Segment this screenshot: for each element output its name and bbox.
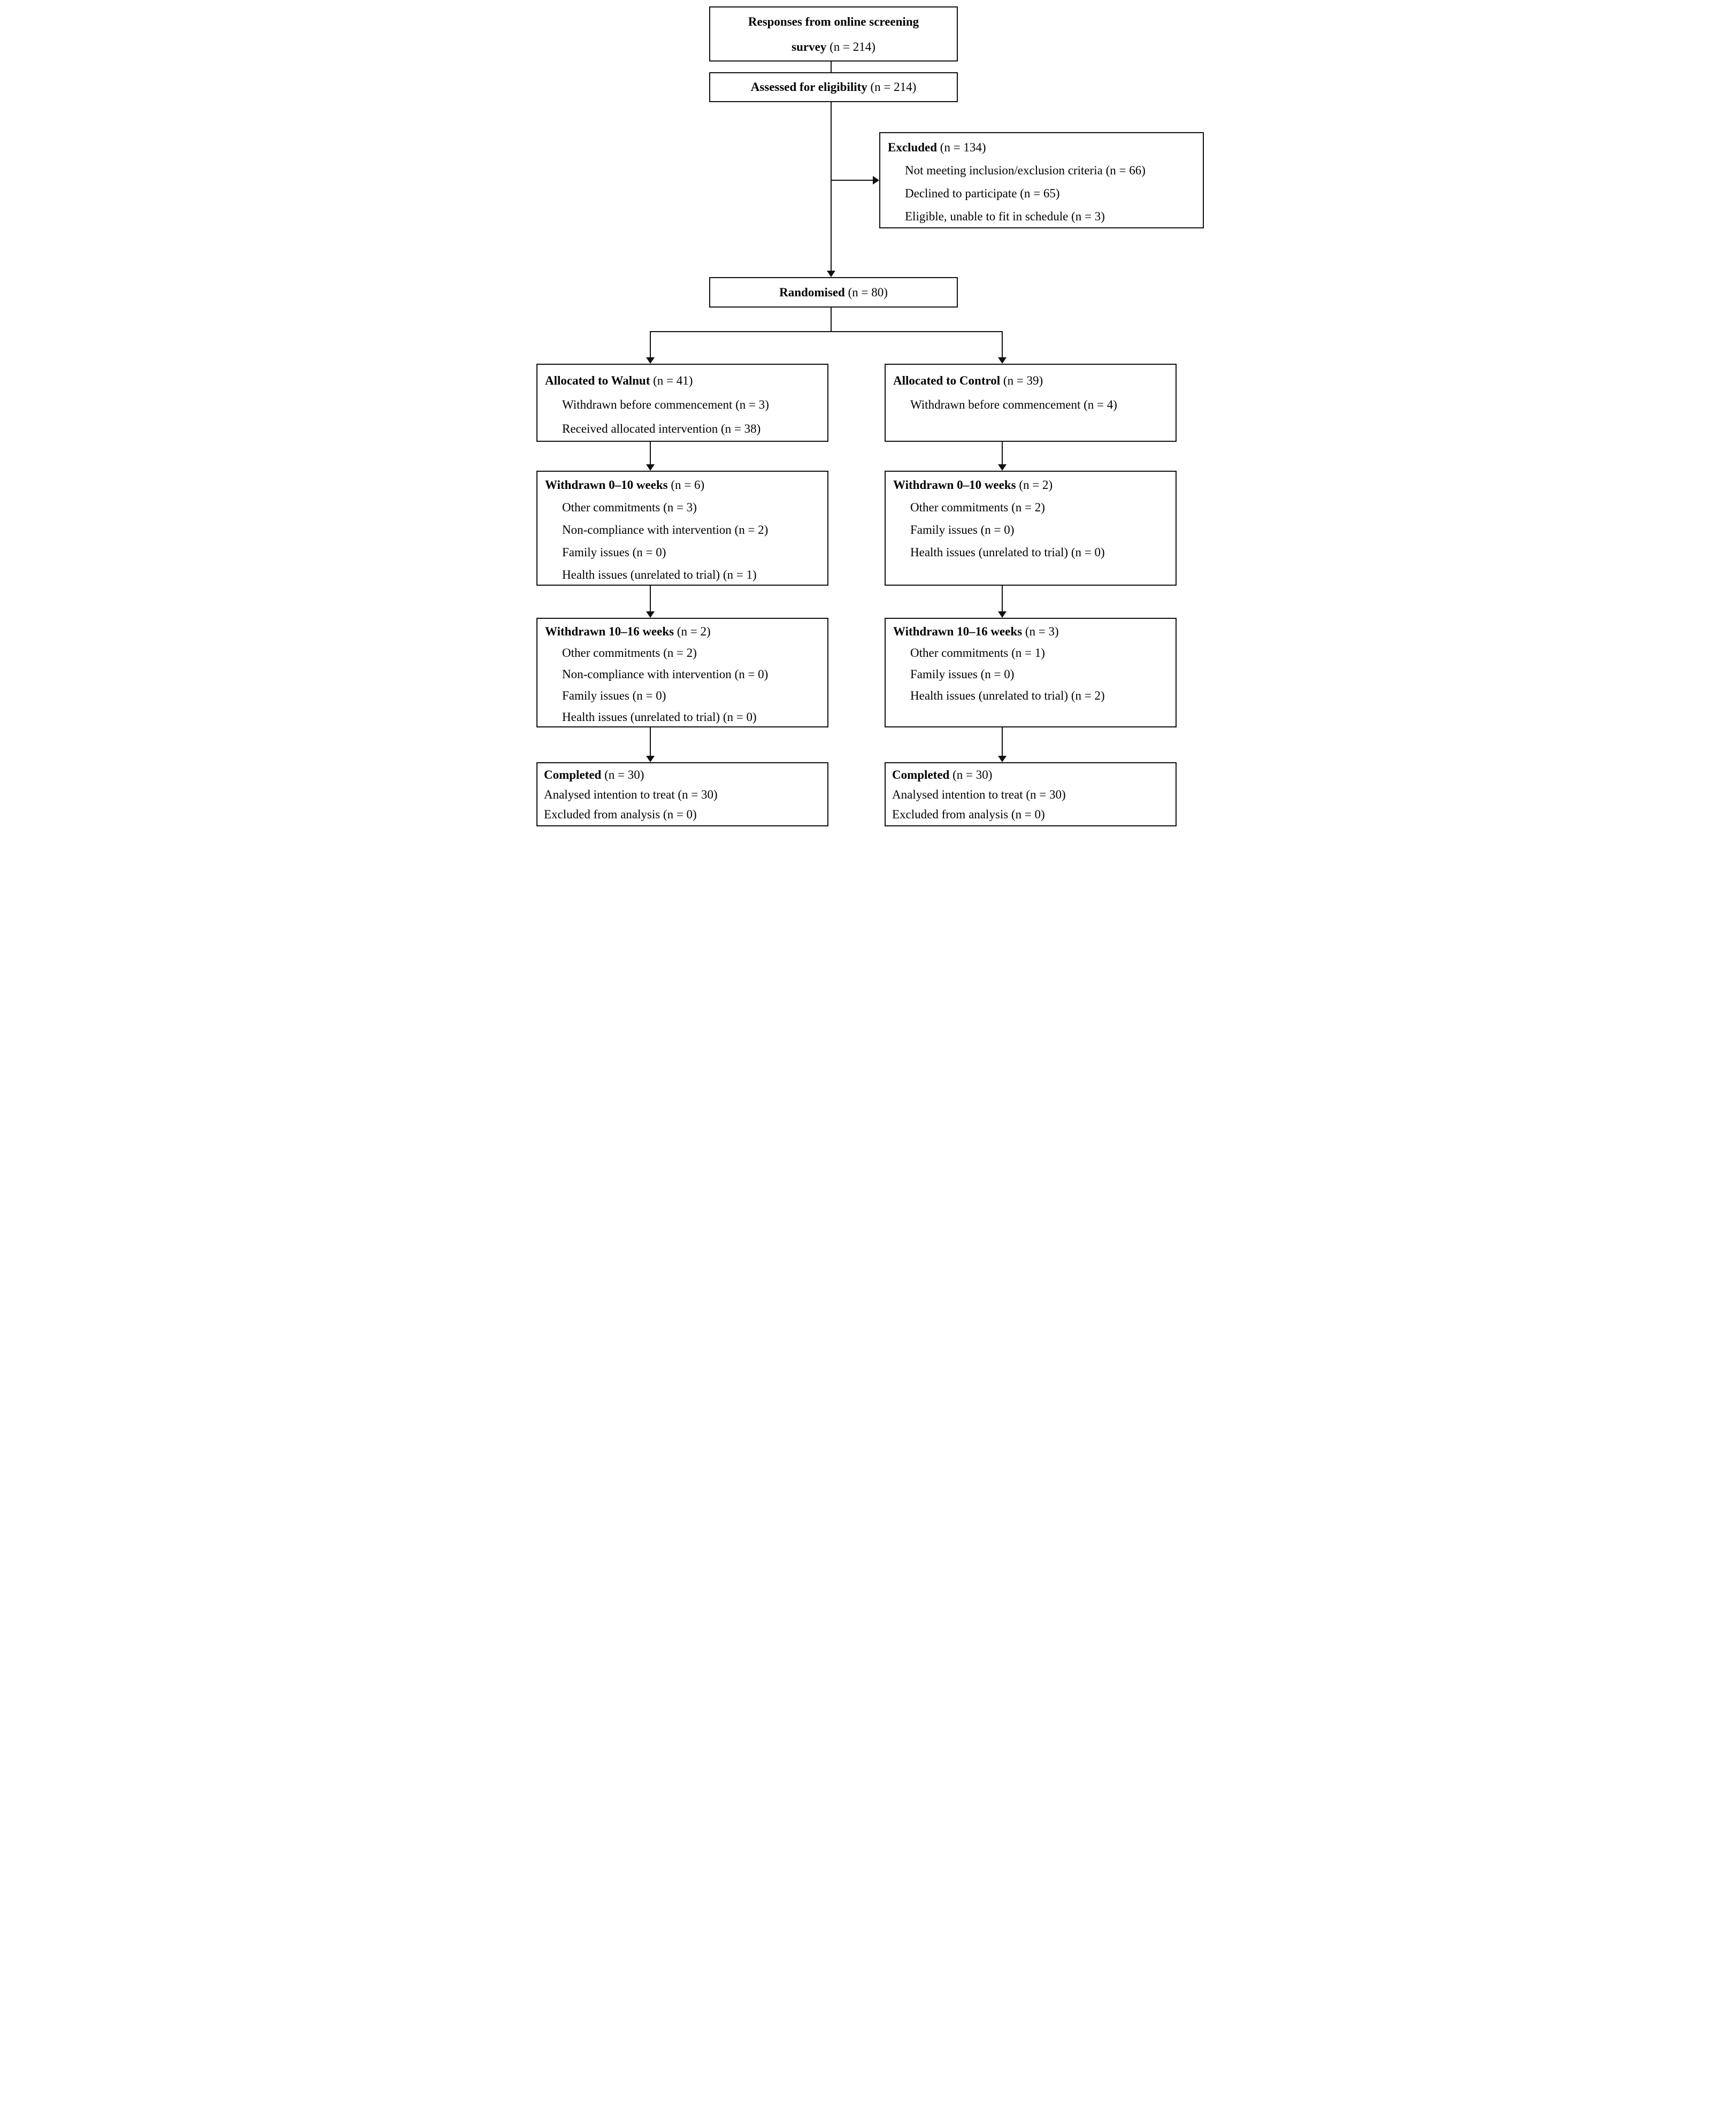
allocated-control-title-line: Allocated to Control (n = 39) — [886, 369, 1176, 393]
withdrawn-0-10-walnut-detail: Non-compliance with intervention (n = 2) — [562, 523, 769, 536]
arrowhead-down-allocated-control — [998, 357, 1007, 364]
withdrawn-0-10-walnut-detail: Health issues (unrelated to trial) (n = … — [562, 568, 757, 581]
allocated-control-count: (n = 39) — [1003, 374, 1043, 387]
arrowhead-right-excluded — [873, 176, 879, 185]
completed-control-detail: Excluded from analysis (n = 0) — [892, 808, 1045, 821]
withdrawn-0-10-control-title-line: Withdrawn 0–10 weeks (n = 2) — [886, 474, 1176, 496]
withdrawn-0-10-control-detail: Other commitments (n = 2) — [910, 501, 1045, 514]
completed-control-title: Completed — [892, 768, 950, 781]
withdrawn-0-10-control-detail: Health issues (unrelated to trial) (n = … — [910, 546, 1105, 559]
withdrawn-10-16-control-detail: Other commitments (n = 1) — [910, 646, 1045, 660]
completed-control-count: (n = 30) — [953, 768, 993, 781]
withdrawn-10-16-walnut-detail: Non-compliance with intervention (n = 0) — [562, 668, 769, 681]
randomised-title-line: Randomised (n = 80) — [779, 286, 888, 300]
responses-title: Responses from online screening — [748, 14, 919, 28]
arrowhead-down-completed-walnut — [646, 756, 655, 762]
connector-to-withdrawn-10-16-control — [1002, 586, 1003, 611]
completed-control-detail: Analysed intention to treat (n = 30) — [892, 788, 1066, 801]
withdrawn-10-16-walnut-detail: Health issues (unrelated to trial) (n = … — [562, 710, 757, 724]
randomised-box: Randomised (n = 80) — [709, 277, 958, 308]
withdrawn-10-16-control-title-line: Withdrawn 10–16 weeks (n = 3) — [886, 621, 1176, 642]
arrowhead-down-withdrawn-10-16-walnut — [646, 611, 655, 618]
arrowhead-down-completed-control — [998, 756, 1007, 762]
connector-to-completed-control — [1002, 727, 1003, 756]
withdrawn-10-16-control-box: Withdrawn 10–16 weeks (n = 3) Other comm… — [885, 618, 1177, 727]
excluded-detail: Not meeting inclusion/exclusion criteria… — [905, 164, 1146, 177]
arrowhead-down-withdrawn-0-10-walnut — [646, 464, 655, 471]
withdrawn-10-16-walnut-detail: Family issues (n = 0) — [562, 689, 666, 702]
allocated-walnut-detail: Withdrawn before commencement (n = 3) — [562, 398, 769, 411]
completed-walnut-detail: Analysed intention to treat (n = 30) — [544, 788, 718, 801]
arrowhead-down-withdrawn-10-16-control — [998, 611, 1007, 618]
assessed-title-line: Assessed for eligibility (n = 214) — [751, 80, 917, 94]
completed-walnut-title-line: Completed (n = 30) — [537, 765, 827, 785]
completed-control-box: Completed (n = 30) Analysed intention to… — [885, 762, 1177, 826]
allocated-walnut-detail: Received allocated intervention (n = 38) — [562, 422, 761, 435]
allocated-walnut-title: Allocated to Walnut — [545, 374, 650, 387]
connector-responses-to-assessed — [831, 62, 832, 72]
connector-split-to-walnut — [650, 331, 651, 357]
allocated-control-box: Allocated to Control (n = 39) Withdrawn … — [885, 364, 1177, 442]
responses-title-line2: survey (n = 214) — [792, 34, 875, 59]
allocated-walnut-title-line: Allocated to Walnut (n = 41) — [537, 369, 827, 393]
connector-to-completed-walnut — [650, 727, 651, 756]
excluded-detail: Declined to participate (n = 65) — [905, 187, 1060, 200]
withdrawn-0-10-control-title: Withdrawn 0–10 weeks — [893, 478, 1016, 492]
withdrawn-0-10-walnut-detail: Other commitments (n = 3) — [562, 501, 697, 514]
withdrawn-0-10-walnut-count: (n = 6) — [671, 478, 705, 492]
withdrawn-10-16-walnut-detail: Other commitments (n = 2) — [562, 646, 697, 660]
arrowhead-down-allocated-walnut — [646, 357, 655, 364]
assessed-box: Assessed for eligibility (n = 214) — [709, 72, 958, 102]
randomised-count: (n = 80) — [848, 285, 888, 299]
withdrawn-10-16-walnut-title: Withdrawn 10–16 weeks — [545, 625, 674, 638]
withdrawn-0-10-walnut-box: Withdrawn 0–10 weeks (n = 6) Other commi… — [536, 471, 828, 586]
arrowhead-down-withdrawn-0-10-control — [998, 464, 1007, 471]
randomised-title: Randomised — [779, 285, 845, 299]
allocated-walnut-box: Allocated to Walnut (n = 41) Withdrawn b… — [536, 364, 828, 442]
allocated-control-title: Allocated to Control — [893, 374, 1001, 387]
responses-title-word: survey — [792, 40, 827, 53]
completed-walnut-count: (n = 30) — [604, 768, 644, 781]
assessed-title: Assessed for eligibility — [750, 80, 867, 94]
split-branch-line — [650, 331, 1003, 332]
assessed-count: (n = 214) — [870, 80, 917, 94]
responses-title-line1: Responses from online screening — [748, 9, 919, 34]
connector-control-to-withdrawn-0-10 — [1002, 442, 1003, 464]
completed-walnut-title: Completed — [544, 768, 602, 781]
connector-to-withdrawn-10-16-walnut — [650, 586, 651, 611]
connector-randomised-to-split — [831, 308, 832, 331]
connector-assessed-to-randomised — [831, 102, 832, 271]
withdrawn-10-16-control-detail: Health issues (unrelated to trial) (n = … — [910, 689, 1105, 702]
withdrawn-10-16-control-title: Withdrawn 10–16 weeks — [893, 625, 1023, 638]
withdrawn-10-16-walnut-count: (n = 2) — [677, 625, 711, 638]
excluded-detail: Eligible, unable to fit in schedule (n =… — [905, 210, 1105, 223]
withdrawn-10-16-walnut-box: Withdrawn 10–16 weeks (n = 2) Other comm… — [536, 618, 828, 727]
withdrawn-0-10-walnut-title-line: Withdrawn 0–10 weeks (n = 6) — [537, 474, 827, 496]
excluded-count: (n = 134) — [940, 141, 986, 154]
connector-split-to-control — [1002, 331, 1003, 357]
excluded-title: Excluded — [888, 141, 938, 154]
excluded-box: Excluded (n = 134) Not meeting inclusion… — [879, 132, 1204, 228]
withdrawn-0-10-walnut-detail: Family issues (n = 0) — [562, 546, 666, 559]
connector-to-excluded — [832, 180, 873, 181]
withdrawn-0-10-control-box: Withdrawn 0–10 weeks (n = 2) Other commi… — [885, 471, 1177, 586]
excluded-title-line: Excluded (n = 134) — [880, 136, 1203, 159]
withdrawn-0-10-control-detail: Family issues (n = 0) — [910, 523, 1015, 536]
withdrawn-0-10-control-count: (n = 2) — [1019, 478, 1053, 492]
withdrawn-10-16-control-count: (n = 3) — [1025, 625, 1059, 638]
completed-control-title-line: Completed (n = 30) — [886, 765, 1176, 785]
withdrawn-0-10-walnut-title: Withdrawn 0–10 weeks — [545, 478, 668, 492]
withdrawn-10-16-control-detail: Family issues (n = 0) — [910, 668, 1015, 681]
allocated-control-detail: Withdrawn before commencement (n = 4) — [910, 398, 1117, 411]
completed-walnut-box: Completed (n = 30) Analysed intention to… — [536, 762, 828, 826]
allocated-walnut-count: (n = 41) — [653, 374, 693, 387]
responses-box: Responses from online screening survey (… — [709, 6, 958, 62]
connector-walnut-to-withdrawn-0-10 — [650, 442, 651, 464]
consort-flow-diagram: Responses from online screening survey (… — [529, 0, 1207, 830]
responses-count: (n = 214) — [829, 40, 875, 53]
arrowhead-down-randomised — [827, 271, 835, 277]
completed-walnut-detail: Excluded from analysis (n = 0) — [544, 808, 697, 821]
withdrawn-10-16-walnut-title-line: Withdrawn 10–16 weeks (n = 2) — [537, 621, 827, 642]
